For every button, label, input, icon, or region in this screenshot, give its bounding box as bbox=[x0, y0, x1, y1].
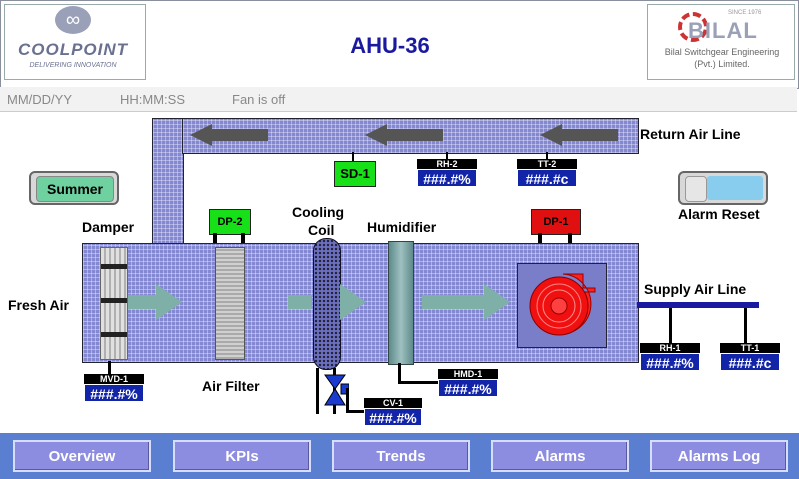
mvd1-value: ###.#% bbox=[84, 384, 144, 402]
arrow-shaft bbox=[212, 129, 268, 141]
cv1-name: CV-1 bbox=[364, 398, 422, 408]
supply-air-line bbox=[637, 302, 759, 308]
hmd1-value: ###.#% bbox=[438, 379, 498, 397]
dp2-connector-left bbox=[213, 233, 217, 243]
rh2-value: ###.#% bbox=[417, 169, 477, 187]
coolpoint-logo-text: COOLPOINT bbox=[17, 40, 129, 59]
dp1-tag[interactable]: DP-1 bbox=[531, 209, 581, 235]
coil-label: Coil bbox=[308, 222, 335, 238]
air-filter-label: Air Filter bbox=[202, 378, 260, 394]
coolpoint-infinity-icon: ∞ bbox=[55, 6, 91, 34]
arrow-left-icon bbox=[540, 124, 562, 146]
arrow-shaft bbox=[562, 129, 618, 141]
flow-arrow-shaft bbox=[288, 295, 312, 309]
toggle-track bbox=[707, 176, 763, 200]
mvd1-sensor[interactable]: MVD-1 ###.#% bbox=[84, 374, 144, 402]
rh1-name: RH-1 bbox=[640, 343, 700, 353]
cv1-pipe-left bbox=[316, 368, 319, 414]
rh2-name: RH-2 bbox=[417, 159, 477, 169]
alarms-button[interactable]: Alarms bbox=[491, 440, 629, 472]
bilal-logo-text: BILAL bbox=[688, 18, 758, 43]
company-line-1: Bilal Switchgear Engineering bbox=[664, 47, 780, 57]
coolpoint-logo bbox=[4, 4, 146, 80]
bilal-gear-icon bbox=[678, 12, 708, 42]
fan-status: Fan is off bbox=[232, 92, 286, 107]
dp1-connector-right bbox=[568, 233, 572, 243]
page-title: AHU-36 bbox=[350, 33, 430, 58]
arrow-right-icon bbox=[484, 284, 510, 320]
cv1-connector-h bbox=[346, 410, 366, 413]
supply-air-line-label: Supply Air Line bbox=[644, 281, 747, 297]
tt2-value: ###.#c bbox=[517, 169, 577, 187]
damper-blade-3 bbox=[101, 332, 127, 337]
rh2-sensor[interactable]: RH-2 ###.#% bbox=[417, 159, 477, 187]
tt2-name: TT-2 bbox=[517, 159, 577, 169]
air-filter[interactable] bbox=[215, 247, 245, 360]
tt1-value: ###.#c bbox=[720, 353, 780, 371]
control-valve-icon[interactable] bbox=[323, 373, 349, 407]
kpis-button[interactable]: KPIs bbox=[173, 440, 311, 472]
hmd1-sensor[interactable]: HMD-1 ###.#% bbox=[438, 369, 498, 397]
flow-arrow-shaft bbox=[422, 295, 484, 309]
mvd1-name: MVD-1 bbox=[84, 374, 144, 384]
tt2-connector bbox=[546, 152, 548, 160]
damper-label: Damper bbox=[82, 219, 135, 235]
arrow-shaft bbox=[387, 129, 443, 141]
alarm-reset-toggle[interactable] bbox=[678, 171, 768, 205]
arrow-right-icon bbox=[340, 284, 366, 320]
rh1-value: ###.#% bbox=[640, 353, 700, 371]
fresh-air-label: Fresh Air bbox=[8, 297, 69, 313]
alarm-reset-label: Alarm Reset bbox=[678, 206, 760, 222]
tt1-name: TT-1 bbox=[720, 343, 780, 353]
overview-button[interactable]: Overview bbox=[13, 440, 151, 472]
humidifier[interactable] bbox=[388, 241, 414, 365]
coolpoint-tagline: DELIVERING INNOVATION bbox=[29, 62, 117, 69]
bilal-company-name: Bilal Switchgear Engineering (Pvt.) Limi… bbox=[652, 46, 792, 70]
rh2-connector bbox=[446, 152, 448, 160]
damper[interactable] bbox=[100, 247, 128, 360]
status-bar: MM/DD/YY HH:MM:SS Fan is off bbox=[0, 87, 797, 112]
cv1-value: ###.#% bbox=[364, 408, 422, 426]
return-air-line-label: Return Air Line bbox=[640, 126, 741, 142]
damper-blade-2 bbox=[101, 298, 127, 303]
humidifier-label: Humidifier bbox=[367, 219, 437, 235]
hmd1-name: HMD-1 bbox=[438, 369, 498, 379]
trends-button[interactable]: Trends bbox=[332, 440, 470, 472]
bilal-since: SINCE 1976 bbox=[728, 10, 762, 16]
header bbox=[0, 0, 799, 89]
arrow-left-icon bbox=[365, 124, 387, 146]
damper-blade-1 bbox=[101, 264, 127, 269]
hmd1-connector-v bbox=[398, 363, 401, 383]
company-line-2: (Pvt.) Limited. bbox=[694, 59, 750, 69]
tt1-connector bbox=[744, 308, 747, 344]
bottom-nav: Overview KPIs Trends Alarms Alarms Log bbox=[0, 433, 799, 479]
rh1-sensor[interactable]: RH-1 ###.#% bbox=[640, 343, 700, 371]
flow-arrow-shaft bbox=[128, 295, 156, 309]
supply-fan-icon[interactable] bbox=[523, 266, 605, 342]
alarms-log-button[interactable]: Alarms Log bbox=[650, 440, 788, 472]
mvd1-connector bbox=[108, 361, 111, 375]
cooling-coil[interactable] bbox=[313, 238, 341, 370]
rh1-connector bbox=[669, 308, 672, 344]
sd1-connector bbox=[352, 152, 354, 162]
time-display: HH:MM:SS bbox=[120, 92, 185, 107]
cv1-sensor[interactable]: CV-1 ###.#% bbox=[364, 398, 422, 426]
dp1-connector-left bbox=[538, 233, 542, 243]
summer-toggle[interactable]: Summer bbox=[29, 171, 119, 205]
date-display: MM/DD/YY bbox=[7, 92, 72, 107]
dp2-connector-right bbox=[241, 233, 245, 243]
arrow-right-icon bbox=[156, 284, 182, 320]
return-air-vertical-duct bbox=[152, 118, 184, 246]
dp2-tag[interactable]: DP-2 bbox=[209, 209, 251, 235]
cooling-label: Cooling bbox=[292, 204, 345, 220]
summer-toggle-label: Summer bbox=[36, 176, 114, 202]
sd1-tag[interactable]: SD-1 bbox=[334, 161, 376, 187]
toggle-knob bbox=[685, 176, 707, 202]
hmd1-connector-h bbox=[398, 381, 438, 384]
tt2-sensor[interactable]: TT-2 ###.#c bbox=[517, 159, 577, 187]
arrow-left-icon bbox=[190, 124, 212, 146]
cv1-connector-v bbox=[346, 388, 349, 412]
tt1-sensor[interactable]: TT-1 ###.#c bbox=[720, 343, 780, 371]
bilal-logo bbox=[647, 4, 795, 80]
